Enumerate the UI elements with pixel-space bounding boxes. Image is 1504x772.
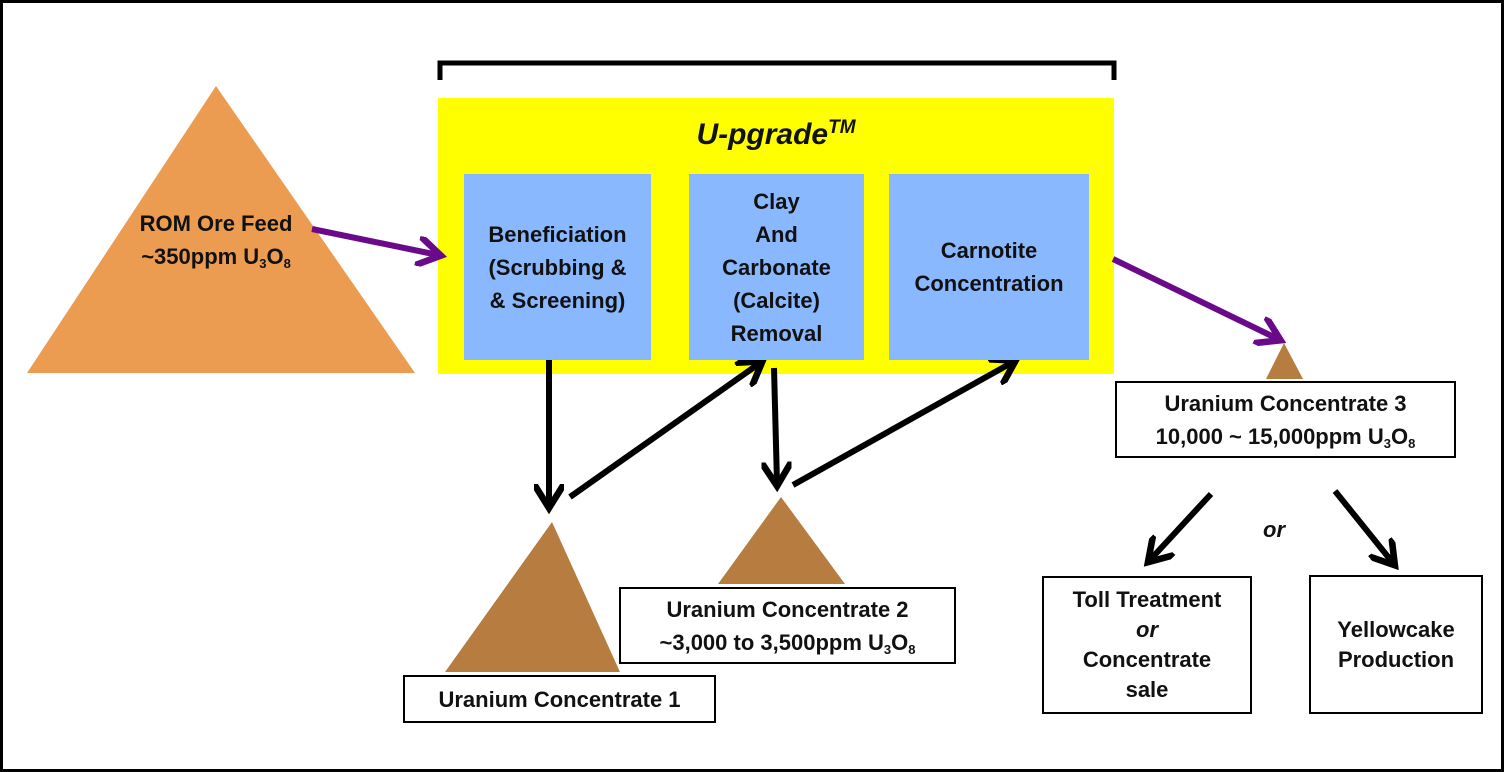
outcome-line: Yellowcake: [1337, 616, 1455, 642]
concentrate-3-pile: [1266, 343, 1303, 379]
process-line: And: [755, 221, 798, 247]
feed-grade: ~350ppm U3O8: [141, 244, 291, 271]
outcome-line: Concentrate: [1082, 647, 1212, 672]
rom-ore-feed-label: ROM Ore Feed ~350ppm U3O8: [108, 207, 324, 273]
arrow-concentrate-1-to-clay-removal: [568, 363, 760, 500]
outcome-line: Toll Treatment: [1072, 587, 1222, 612]
arrow-clay-removal-to-concentrate-2: [774, 367, 777, 483]
concentrate-2-box[interactable]: Uranium Concentrate 2 ~3,000 to 3,500ppm…: [619, 587, 956, 664]
process-line: Concentration: [914, 271, 1064, 296]
arrow-to-toll-treatment: [1150, 491, 1214, 560]
process-carnotite-concentration[interactable]: Carnotite Concentration: [889, 174, 1089, 360]
process-line: Clay: [753, 188, 800, 214]
outcome-toll-treatment[interactable]: Toll Treatment or Concentrate sale: [1042, 576, 1252, 714]
rom-ore-pile: [27, 86, 415, 373]
process-clay-carbonate-removal[interactable]: Clay And Carbonate (Calcite) Removal: [689, 174, 864, 360]
arrow-concentrate-2-to-carnotite: [791, 362, 1013, 488]
concentrate-3-box[interactable]: Uranium Concentrate 3 10,000 ~ 15,000ppm…: [1115, 381, 1456, 458]
outcome-yellowcake-production[interactable]: Yellowcake Production: [1309, 575, 1483, 714]
process-line: Carbonate: [722, 254, 831, 280]
outcome-line: Production: [1337, 646, 1455, 672]
feed-arrow: [311, 226, 438, 255]
process-line: (Calcite): [733, 287, 820, 313]
upgrade-bracket: [437, 60, 1117, 80]
outcome-line: or: [1136, 617, 1158, 642]
concentrate-3-title: Uranium Concentrate 3: [1164, 390, 1407, 416]
process-line: Beneficiation: [488, 221, 627, 247]
trademark-mark: TM: [828, 117, 856, 138]
output-arrow: [1111, 256, 1278, 339]
process-line: Carnotite: [940, 238, 1038, 263]
concentrate-2-grade: ~3,000 to 3,500ppm U3O8: [659, 629, 916, 657]
outcome-line: sale: [1125, 677, 1169, 702]
or-label: or: [1263, 517, 1285, 542]
concentrate-2-pile: [718, 497, 845, 584]
concentrate-1-label: Uranium Concentrate 1: [438, 686, 681, 712]
concentrate-2-title: Uranium Concentrate 2: [666, 596, 909, 622]
concentrate-1-pile: [445, 522, 620, 672]
process-line: Removal: [730, 320, 823, 346]
concentrate-1-box[interactable]: Uranium Concentrate 1: [403, 675, 716, 723]
process-line: & Screening): [489, 287, 626, 313]
process-beneficiation[interactable]: Beneficiation (Scrubbing & & Screening): [464, 174, 651, 360]
upgrade-title: U-pgradeTM: [638, 108, 914, 155]
concentrate-3-grade: 10,000 ~ 15,000ppm U3O8: [1155, 423, 1416, 451]
arrow-to-yellowcake: [1332, 489, 1393, 563]
process-line: (Scrubbing &: [488, 254, 627, 280]
feed-title: ROM Ore Feed: [139, 211, 293, 236]
upgrade-title-text: U-pgrade: [696, 118, 829, 151]
